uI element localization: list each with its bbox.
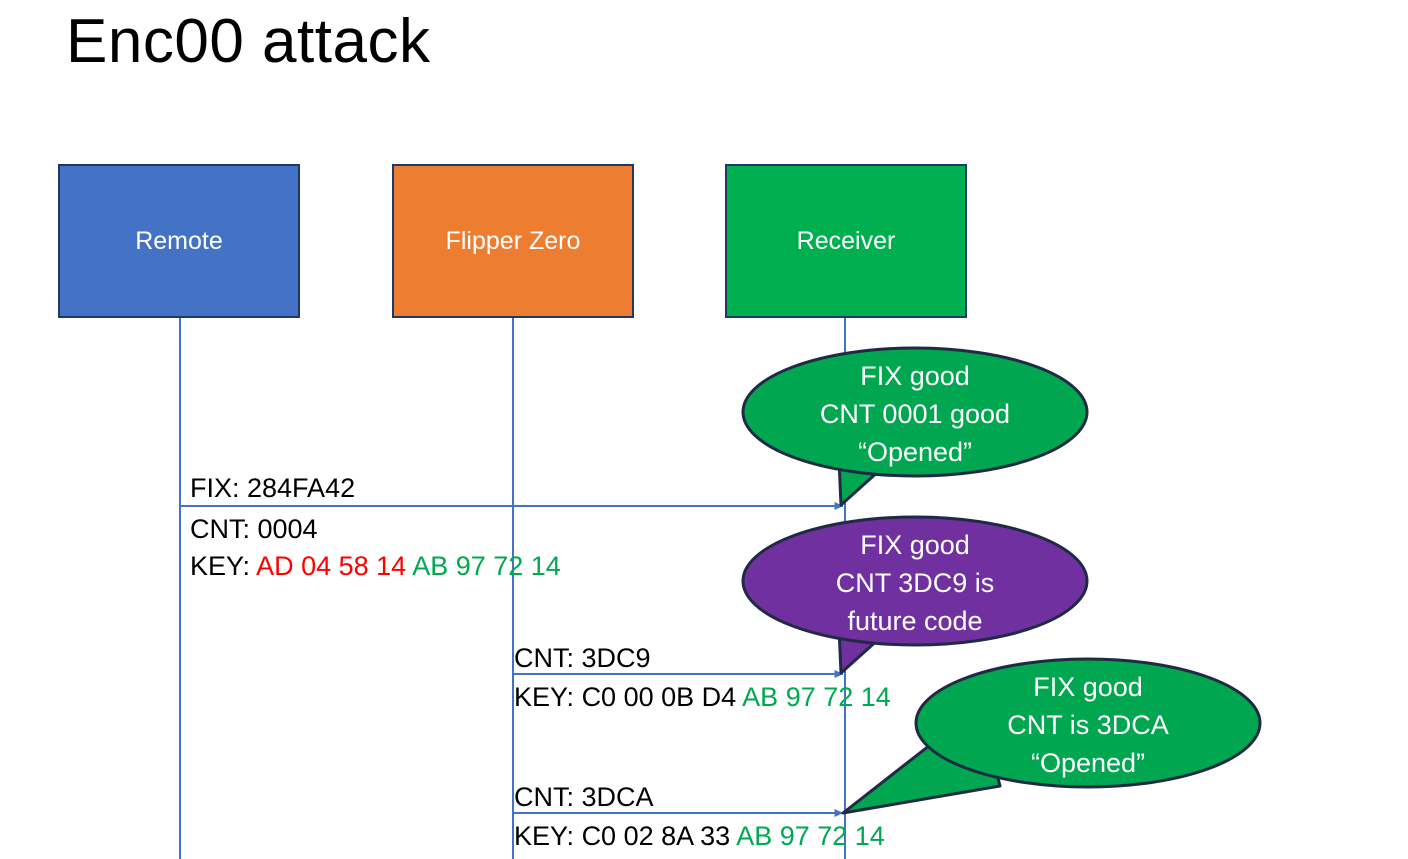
message-1-cnt-label: CNT: 0004 [190, 514, 318, 544]
message-3-key-label: KEY: [514, 821, 575, 851]
message-1-key-first: AD 04 58 14 [256, 551, 407, 581]
message-1-fix-label: FIX: 284FA42 [190, 473, 356, 503]
message-2-key-second: AB 97 72 14 [742, 682, 891, 712]
message-2-key-label: KEY: [514, 682, 575, 712]
message-2-cnt-label: CNT: 3DC9 [514, 643, 651, 673]
bubble-cnt-0001-good-shape [741, 346, 1089, 507]
message-1-key-second: AB 97 72 14 [412, 551, 561, 581]
page-title: Enc00 attack [66, 7, 431, 76]
message-3-key-first: C0 02 8A 33 [581, 821, 731, 851]
message-3-key-line: KEY: C0 02 8A 33 AB 97 72 14 [514, 818, 885, 855]
bubble-cnt-3dc9-future-shape [741, 515, 1089, 675]
actor-label-flipper: Flipper Zero [445, 227, 581, 255]
actor-box-flipper[interactable]: Flipper Zero [392, 164, 634, 318]
actor-box-receiver[interactable]: Receiver [725, 164, 967, 318]
message-2-key-line: KEY: C0 00 0B D4 AB 97 72 14 [514, 679, 891, 716]
message-1-key-label: KEY: [190, 551, 251, 581]
actor-label-receiver: Receiver [796, 227, 896, 255]
message-2-key-first: C0 00 0B D4 [581, 682, 737, 712]
message-1-key-line: KEY: AD 04 58 14 AB 97 72 14 [190, 548, 561, 585]
message-3-cnt-label: CNT: 3DCA [514, 782, 654, 812]
actor-box-remote[interactable]: Remote [58, 164, 300, 318]
bubble-cnt-3dca-opened-shape [841, 657, 1262, 815]
actor-label-remote: Remote [135, 227, 223, 255]
message-3-key-second: AB 97 72 14 [736, 821, 885, 851]
